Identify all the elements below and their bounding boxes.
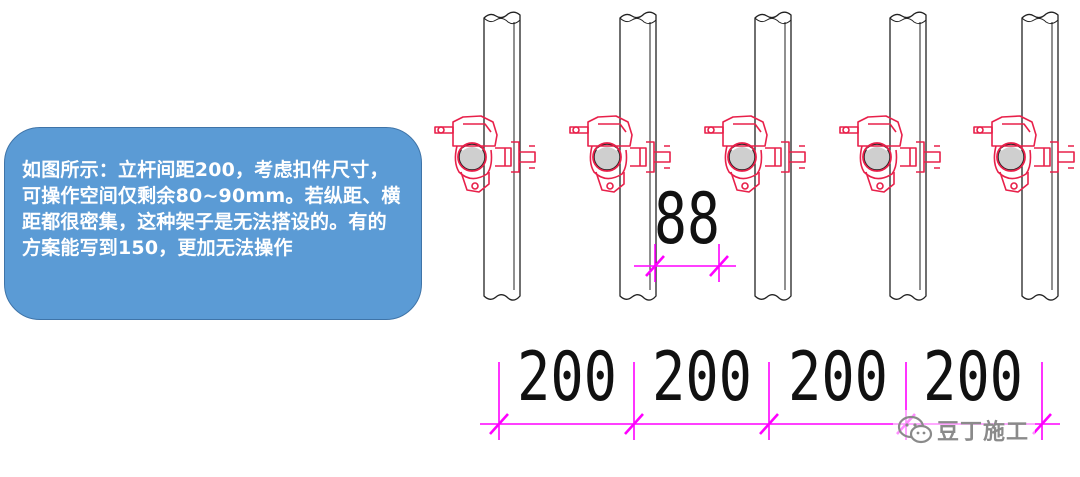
- wechat-icon: [897, 415, 933, 444]
- watermark: 豆丁施工: [893, 410, 1036, 450]
- gap-dimension-label: 88: [654, 178, 720, 260]
- spacing-label-4: 200: [923, 338, 1023, 417]
- standard-pipe-2: [619, 11, 657, 301]
- spacing-label-3: 200: [788, 338, 888, 417]
- explanation-text: 如图所示：立杆间距200，考虑扣件尺寸，可操作空间仅剩余80~90mm。若纵距、…: [22, 159, 401, 259]
- watermark-text: 豆丁施工: [937, 420, 1030, 445]
- gap-dimension: [634, 244, 736, 282]
- standard-pipe-3: [754, 11, 792, 301]
- explanation-note: 如图所示：立杆间距200，考虑扣件尺寸，可操作空间仅剩余80~90mm。若纵距、…: [4, 127, 422, 320]
- standard-pipe-4: [889, 11, 927, 301]
- spacing-label-2: 200: [652, 338, 752, 417]
- standard-pipe-5: [1021, 11, 1059, 301]
- standard-pipe-1: [483, 11, 521, 301]
- spacing-label-1: 200: [517, 338, 617, 417]
